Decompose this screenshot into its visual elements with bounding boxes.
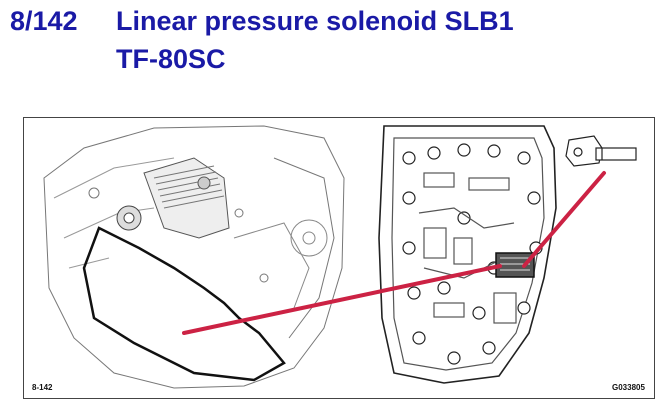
valve-body-illustration xyxy=(378,125,557,384)
slide-number: 8/142 xyxy=(10,6,78,36)
diagram-illustration xyxy=(43,125,637,389)
figure-code-left: 8-142 xyxy=(32,383,53,392)
figure-code-right: G033805 xyxy=(612,383,645,392)
solenoid-slb1-installed xyxy=(495,252,535,278)
transmission-illustration xyxy=(43,125,345,389)
diagram-frame: 8-142 G033805 xyxy=(23,117,655,399)
solenoid-slb1-detail xyxy=(565,135,637,167)
page-subtitle: TF-80SC xyxy=(116,44,226,74)
page-title: Linear pressure solenoid SLB1 xyxy=(116,6,514,36)
oil-pan-outline xyxy=(82,226,286,382)
pointer-line-main xyxy=(182,264,502,335)
pointer-line-detail xyxy=(522,171,606,268)
